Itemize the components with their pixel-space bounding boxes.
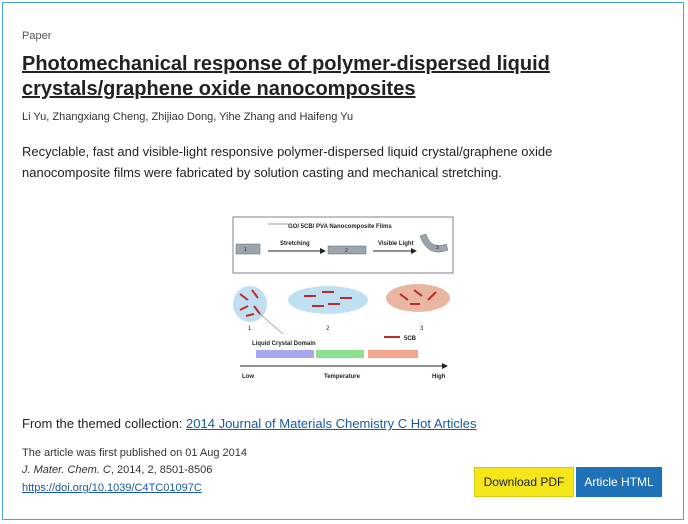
film-2 bbox=[327, 245, 367, 255]
article-type-label: Paper bbox=[22, 30, 52, 42]
domain-3 bbox=[386, 284, 450, 312]
first-published-date: The article was first published on 01 Au… bbox=[22, 447, 248, 459]
graphical-abstract-figure: GO/ 5CB/ PVA Nanocomposite Films 1 Stret… bbox=[232, 216, 454, 380]
svg-text:1: 1 bbox=[248, 326, 252, 332]
svg-text:Temperature: Temperature bbox=[324, 374, 361, 380]
panel-title: GO/ 5CB/ PVA Nanocomposite Films bbox=[288, 224, 392, 230]
film-1 bbox=[235, 243, 261, 255]
svg-text:2: 2 bbox=[345, 248, 348, 254]
svg-text:3: 3 bbox=[420, 326, 424, 332]
doi-link[interactable]: https://doi.org/10.1039/C4TC01097C bbox=[22, 482, 202, 494]
themed-collection: From the themed collection: 2014 Journal… bbox=[22, 416, 476, 431]
temp-band-low bbox=[256, 350, 314, 358]
stretching-label: Stretching bbox=[280, 241, 310, 247]
themed-collection-prefix: From the themed collection: bbox=[22, 416, 187, 431]
article-card bbox=[2, 2, 684, 520]
citation-details: , 2014, 2, 8501-8506 bbox=[110, 464, 213, 476]
themed-collection-link[interactable]: 2014 Journal of Materials Chemistry C Ho… bbox=[186, 416, 477, 431]
download-pdf-button[interactable]: Download PDF bbox=[474, 467, 574, 497]
article-title-link[interactable]: Photomechanical response of polymer-disp… bbox=[22, 53, 550, 100]
article-html-button[interactable]: Article HTML bbox=[576, 467, 662, 497]
film-3-bent bbox=[419, 233, 449, 253]
domain-1 bbox=[233, 286, 267, 322]
journal-citation: J. Mater. Chem. C, 2014, 2, 8501-8506 bbox=[22, 464, 212, 476]
svg-text:1: 1 bbox=[244, 247, 247, 253]
domain-2 bbox=[288, 286, 368, 314]
svg-text:High: High bbox=[432, 374, 446, 380]
journal-name: J. Mater. Chem. C bbox=[22, 464, 111, 476]
svg-text:2: 2 bbox=[326, 326, 330, 332]
svg-text:Low: Low bbox=[242, 374, 254, 380]
process-panel bbox=[232, 216, 454, 274]
visible-light-label: Visible Light bbox=[378, 241, 414, 247]
temp-band-high bbox=[368, 350, 418, 358]
article-abstract: Recyclable, fast and visible-light respo… bbox=[22, 144, 553, 180]
svg-text:3: 3 bbox=[436, 245, 439, 251]
legend-5cb: 5CB bbox=[404, 336, 417, 342]
author-list: Li Yu, Zhangxiang Cheng, Zhijiao Dong, Y… bbox=[22, 111, 354, 123]
domain-label: Liquid Crystal Domain bbox=[252, 341, 316, 347]
temp-band-mid bbox=[316, 350, 364, 358]
